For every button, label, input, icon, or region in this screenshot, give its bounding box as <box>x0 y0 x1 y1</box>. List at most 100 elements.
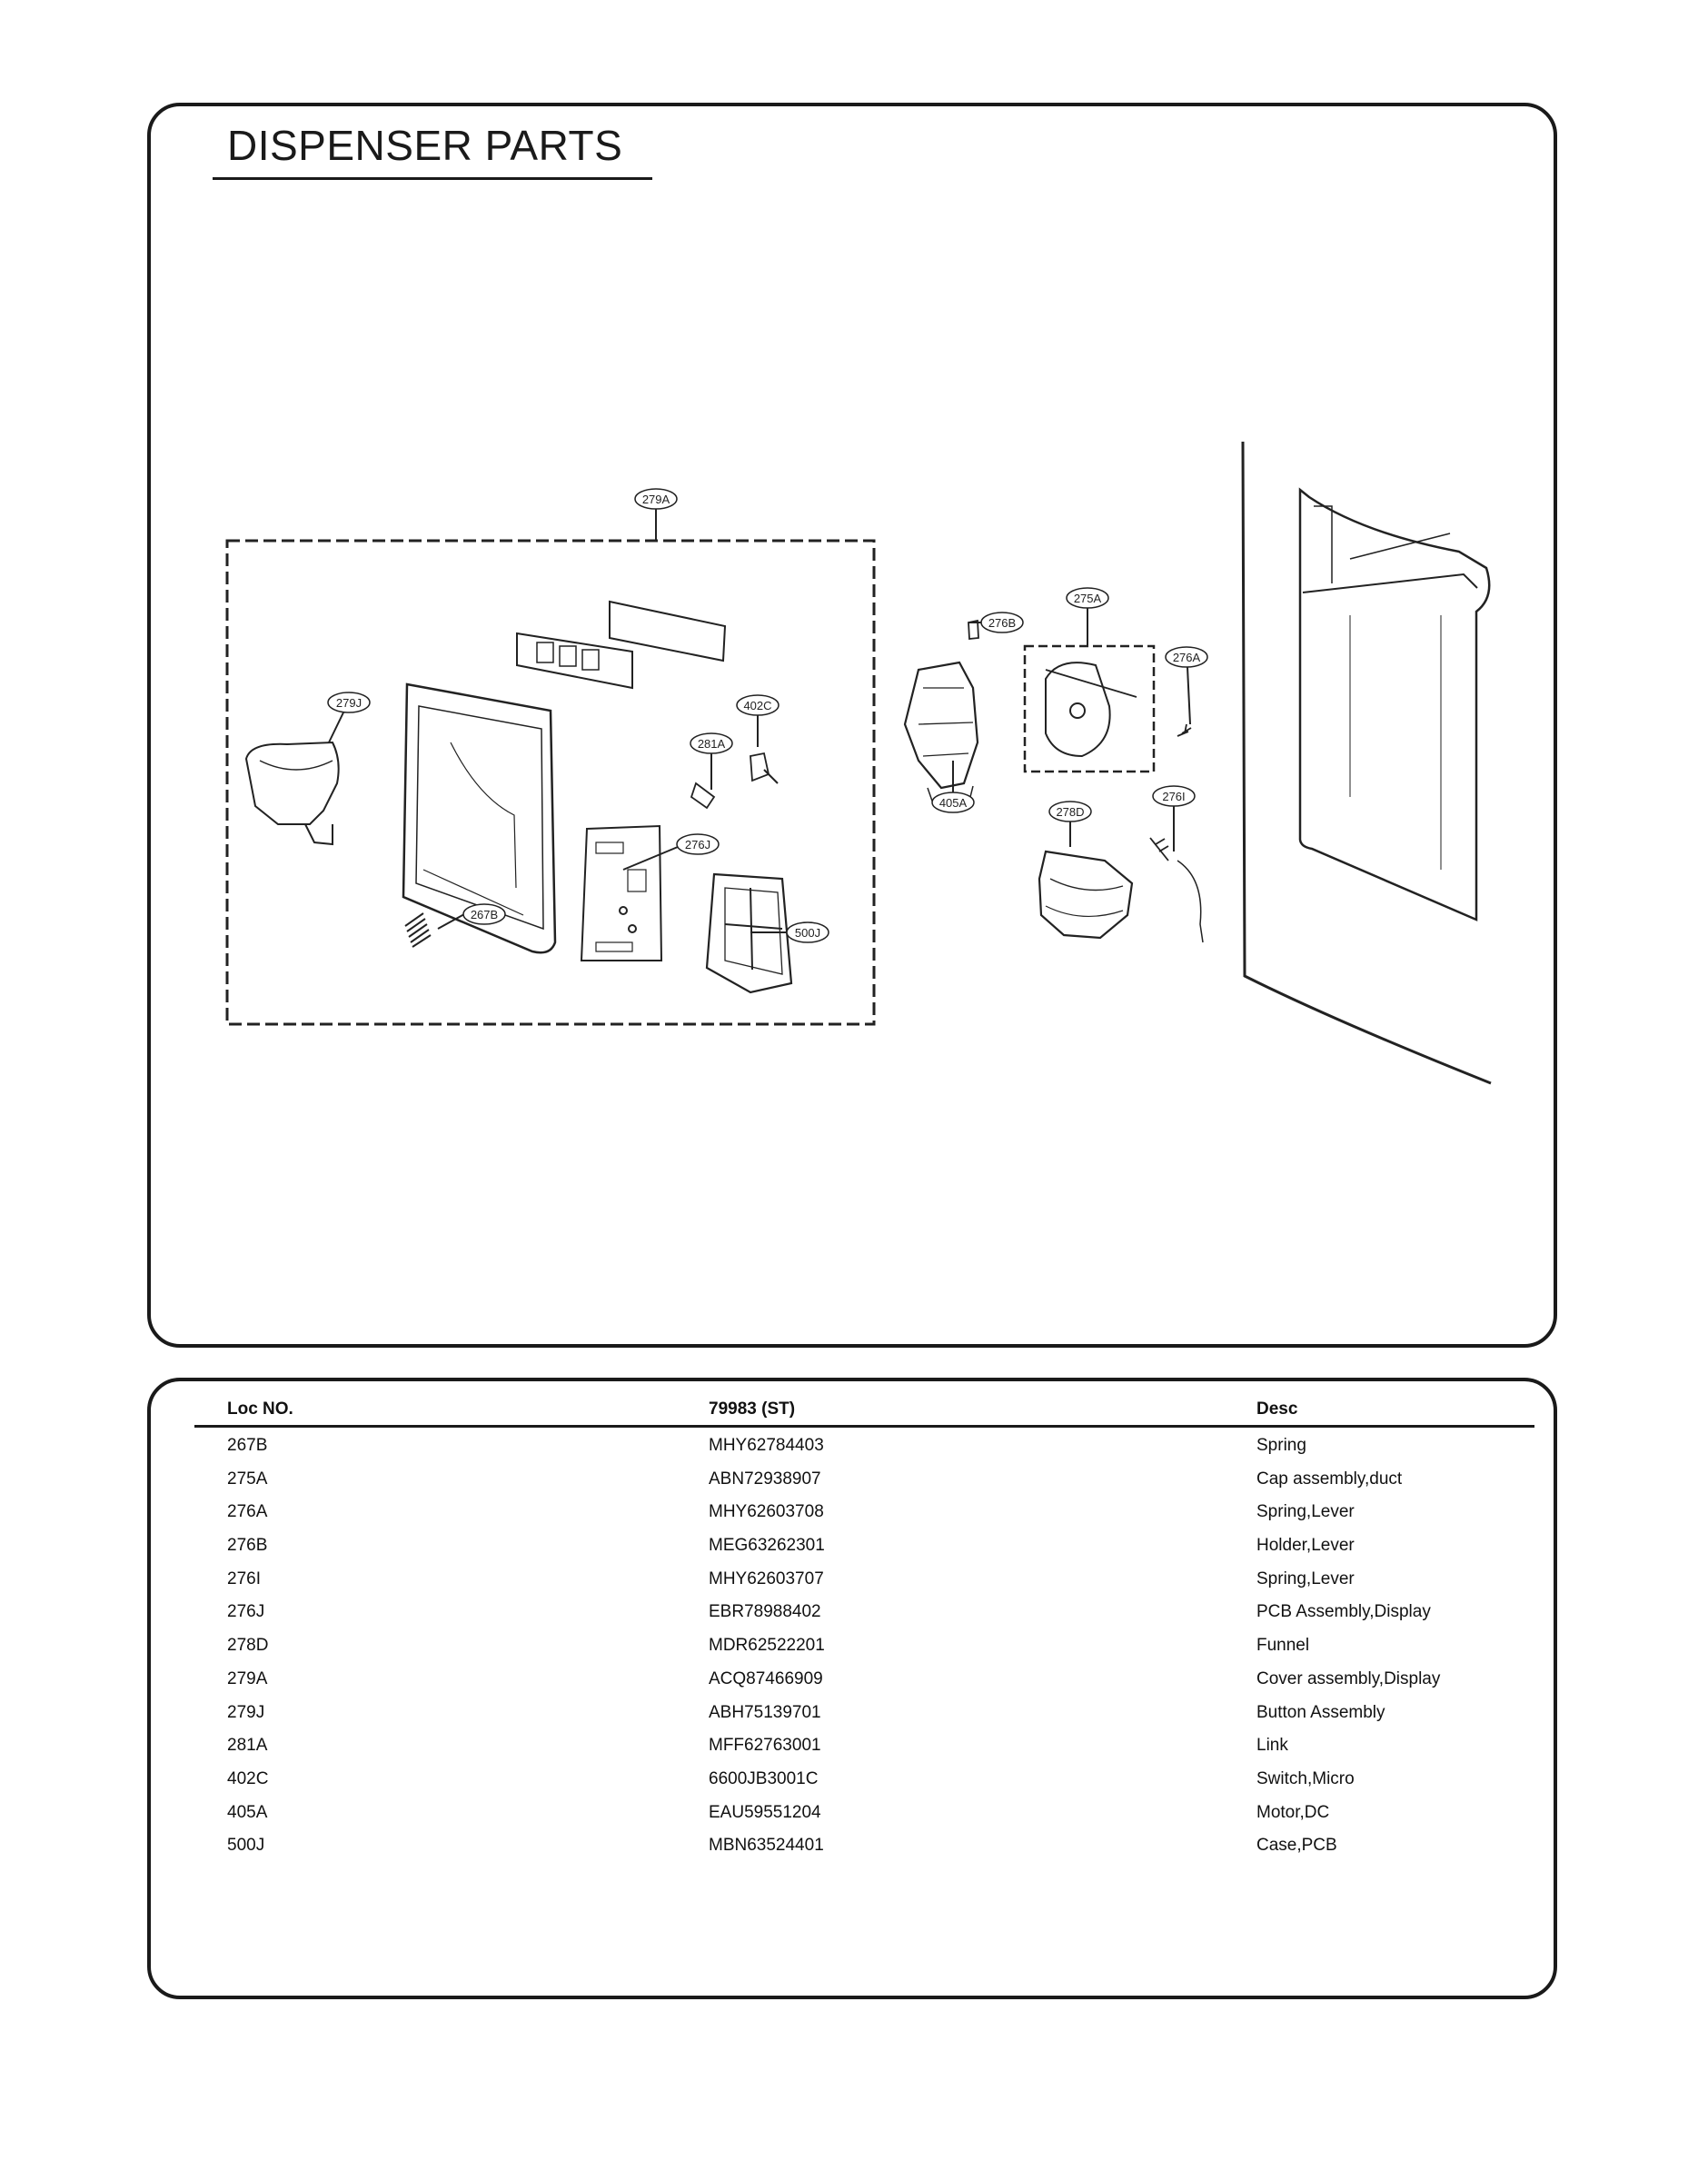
cell-part-number: MHY62603708 <box>709 1502 824 1522</box>
cell-part-number: MBN63524401 <box>709 1836 824 1856</box>
svg-text:281A: 281A <box>698 737 726 751</box>
assembly-279a-box <box>225 539 876 1026</box>
cell-part-number: ABN72938907 <box>709 1469 821 1489</box>
table-row: 281A MFF62763001 Link <box>194 1728 1534 1761</box>
header-desc: Desc <box>1224 1392 1534 1428</box>
cell-part-number: MFF62763001 <box>709 1736 821 1756</box>
svg-text:402C: 402C <box>743 699 771 712</box>
table-row: 275A ABN72938907 Cap assembly,duct <box>194 1461 1534 1495</box>
callout-276i: 276I <box>1152 785 1196 807</box>
part-500j-case <box>705 872 793 994</box>
cell-desc: Cap assembly,duct <box>1256 1469 1403 1489</box>
cell-desc: Cover assembly,Display <box>1256 1668 1441 1688</box>
svg-text:275A: 275A <box>1074 592 1102 605</box>
table-row: 267B MHY62784403 Spring <box>194 1427 1534 1461</box>
callout-278d: 278D <box>1048 801 1092 822</box>
cell-loc: 276J <box>227 1602 265 1622</box>
cell-part-number: ABH75139701 <box>709 1702 821 1722</box>
callout-279a: 279A <box>634 488 678 510</box>
cell-part-number: MDR62522201 <box>709 1636 825 1656</box>
cell-loc: 276A <box>227 1502 268 1522</box>
part-276a-spring <box>1177 723 1192 737</box>
cell-part-number: 6600JB3001C <box>709 1768 819 1788</box>
cell-desc: Spring <box>1256 1436 1306 1455</box>
cell-desc: Case,PCB <box>1256 1836 1337 1856</box>
assembly-275a-box <box>1023 644 1156 773</box>
header-loc-no: Loc NO. <box>194 1392 676 1428</box>
svg-text:276A: 276A <box>1173 651 1201 664</box>
part-display-cover <box>516 632 633 690</box>
callout-405a: 405A <box>931 792 975 813</box>
cell-part-number: MEG63262301 <box>709 1536 825 1556</box>
cell-loc: 275A <box>227 1469 268 1489</box>
part-279j <box>244 741 340 825</box>
cell-desc: Motor,DC <box>1256 1802 1330 1822</box>
title-underline <box>213 177 652 180</box>
part-281a <box>690 782 716 810</box>
table-body: 267B MHY62784403 Spring 275A ABN72938907 Cap… <box>194 1427 1534 1861</box>
part-frame <box>402 682 557 954</box>
cell-loc: 276I <box>227 1569 261 1588</box>
cell-desc: Holder,Lever <box>1256 1536 1355 1556</box>
cell-desc: Spring,Lever <box>1256 1569 1355 1588</box>
cell-desc: Funnel <box>1256 1636 1310 1656</box>
callout-402c: 402C <box>736 694 780 716</box>
cell-part-number: EBR78988402 <box>709 1602 821 1622</box>
cell-loc: 267B <box>227 1436 268 1455</box>
header-part-number: 79983 (ST) <box>676 1392 1224 1428</box>
table-row: 276I MHY62603707 Spring,Lever <box>194 1561 1534 1595</box>
callout-281a: 281A <box>690 732 733 754</box>
exploded-parts-diagram: 279A 276B 275A 276A 279J 402C 281A 276J <box>225 441 1492 1085</box>
cell-desc: Spring,Lever <box>1256 1502 1355 1522</box>
callout-276j: 276J <box>676 833 720 855</box>
callout-500j: 500J <box>786 921 829 943</box>
part-276b-holder <box>968 619 979 640</box>
cell-desc: PCB Assembly,Display <box>1256 1602 1431 1622</box>
cell-loc: 279J <box>227 1702 265 1722</box>
part-405a-motor <box>903 661 979 790</box>
cell-desc: Button Assembly <box>1256 1702 1385 1722</box>
svg-text:276I: 276I <box>1162 790 1185 803</box>
table-row: 405A EAU59551204 Motor,DC <box>194 1795 1534 1828</box>
part-276i-spring <box>1149 837 1169 861</box>
cell-loc: 402C <box>227 1768 269 1788</box>
table-row: 279A ACQ87466909 Cover assembly,Display <box>194 1661 1534 1695</box>
svg-text:405A: 405A <box>939 796 968 810</box>
svg-text:276B: 276B <box>988 616 1016 630</box>
part-276j-pcb <box>580 824 663 961</box>
part-275a-cap <box>1045 662 1111 758</box>
cell-loc: 500J <box>227 1836 265 1856</box>
table-row: 278D MDR62522201 Funnel <box>194 1628 1534 1661</box>
svg-text:267B: 267B <box>471 908 498 921</box>
part-278d-funnel <box>1038 850 1134 940</box>
table-row: 500J MBN63524401 Case,PCB <box>194 1827 1534 1861</box>
page-title: DISPENSER PARTS <box>227 122 623 169</box>
door-outline <box>1241 441 1492 1085</box>
diagram-panel: DISPENSER PARTS <box>147 103 1557 1348</box>
cell-part-number: ACQ87466909 <box>709 1668 823 1688</box>
table-row: 276J EBR78988402 PCB Assembly,Display <box>194 1594 1534 1628</box>
part-267b-spring <box>404 912 432 948</box>
cell-part-number: MHY62784403 <box>709 1436 824 1455</box>
callout-276a: 276A <box>1165 646 1208 668</box>
table-header-row: Loc NO. 79983 (ST) Desc <box>194 1392 1534 1428</box>
callout-275a: 275A <box>1066 587 1109 609</box>
svg-text:276J: 276J <box>685 838 710 851</box>
svg-text:279J: 279J <box>336 696 362 710</box>
cell-part-number: MHY62603707 <box>709 1569 824 1588</box>
cell-loc: 281A <box>227 1736 268 1756</box>
dispenser-recess <box>1298 487 1491 921</box>
callout-279j: 279J <box>327 692 371 713</box>
svg-text:278D: 278D <box>1056 805 1084 819</box>
table-row: 279J ABH75139701 Button Assembly <box>194 1695 1534 1728</box>
cell-loc: 405A <box>227 1802 268 1822</box>
cell-desc: Link <box>1256 1736 1288 1756</box>
cell-part-number: EAU59551204 <box>709 1802 821 1822</box>
callout-267b: 267B <box>462 903 506 925</box>
cell-loc: 278D <box>227 1636 269 1656</box>
cell-loc: 279A <box>227 1668 268 1688</box>
